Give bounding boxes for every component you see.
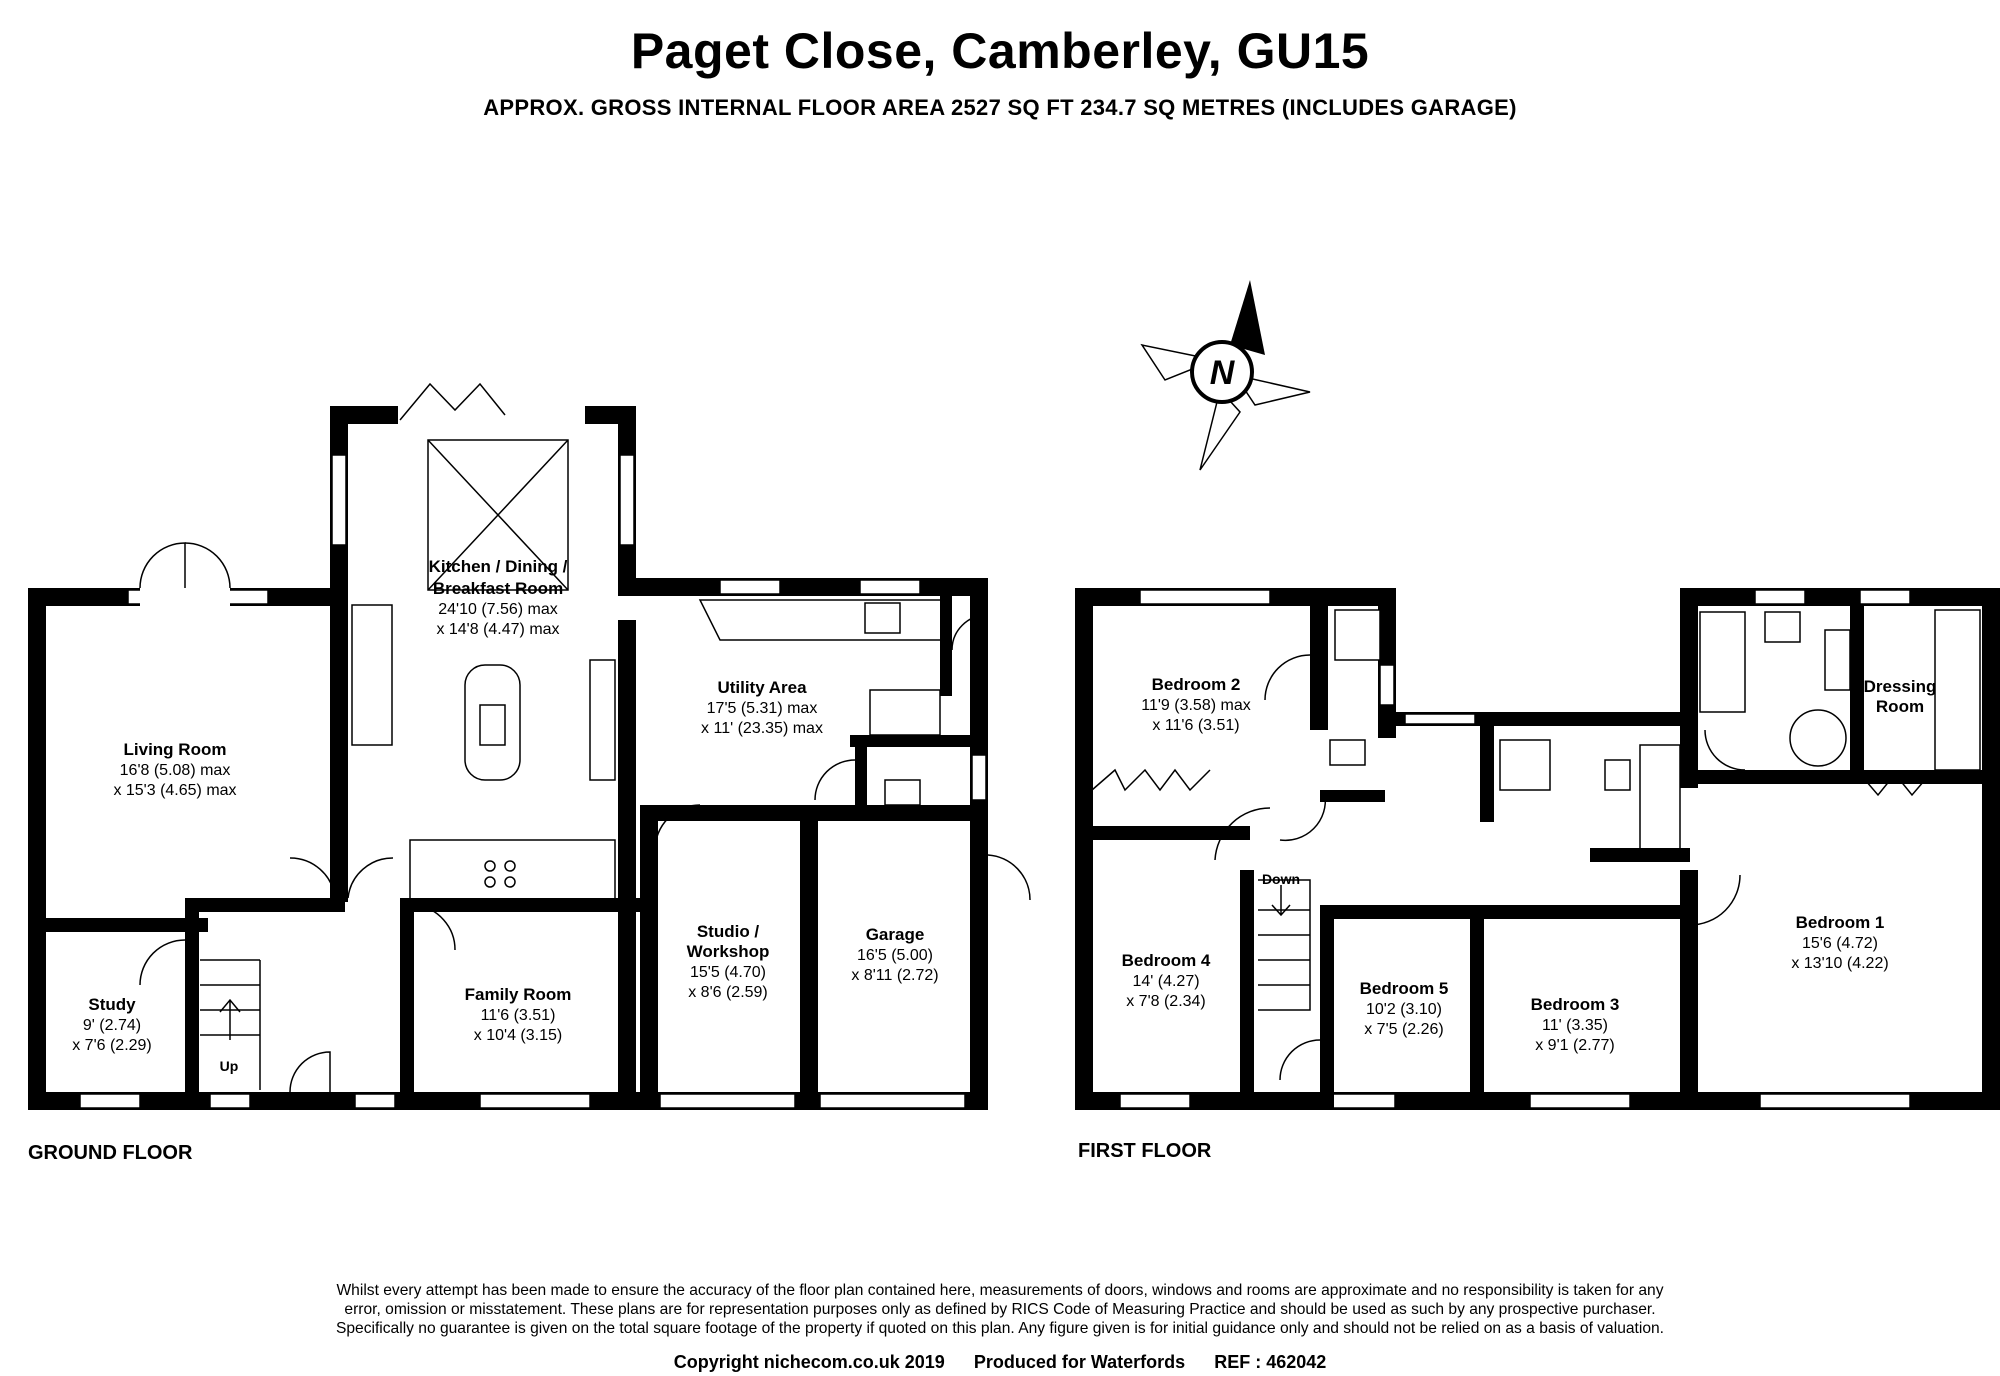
footer-ref: REF : 462042: [1214, 1352, 1327, 1372]
bedroom5-dim-2: x 7'5 (2.26): [1364, 1021, 1444, 1038]
living-name: Living Room: [124, 740, 227, 759]
floor-area-subtitle: APPROX. GROSS INTERNAL FLOOR AREA 2527 S…: [483, 95, 1517, 120]
bedroom4-dim-2: x 7'8 (2.34): [1126, 993, 1206, 1010]
stairs-up-label: Up: [220, 1058, 239, 1074]
living-dim-1: 16'8 (5.08) max: [120, 762, 231, 779]
studio-dim-1: 15'5 (4.70): [690, 964, 766, 981]
utility-dim-1: 17'5 (5.31) max: [707, 700, 818, 717]
living-dim-2: x 15'3 (4.65) max: [113, 782, 236, 799]
study-dim-2: x 7'6 (2.29): [72, 1037, 152, 1054]
plan-title: Paget Close, Camberley, GU15: [630, 23, 1370, 79]
bedroom2-dim-1: 11'9 (3.58) max: [1141, 697, 1250, 714]
family-name: Family Room: [465, 985, 572, 1004]
footer-produced: Produced for Waterfords: [973, 1352, 1186, 1372]
first-floor-label: FIRST FLOOR: [1078, 1140, 1212, 1162]
room-labels: Kitchen / Dining / Breakfast Room 24'10 …: [72, 354, 1936, 1074]
bedroom4-dim-1: 14' (4.27): [1132, 973, 1199, 990]
study-dim-1: 9' (2.74): [83, 1017, 141, 1034]
bedroom3-dim-1: 11' (3.35): [1542, 1017, 1608, 1034]
garage-dim-2: x 8'11 (2.72): [851, 967, 938, 984]
kitchen-dim-1: 24'10 (7.56) max: [438, 601, 558, 618]
bedroom2-dim-2: x 11'6 (3.51): [1152, 717, 1239, 734]
disclaimer-line-1: Whilst every attempt has been made to en…: [336, 1282, 1664, 1299]
ground-floor-plan: [28, 382, 1031, 1110]
first-floor-plan: [1075, 588, 2000, 1110]
garage-name: Garage: [866, 925, 925, 944]
disclaimer-line-3: Specifically no guarantee is given on th…: [335, 1320, 1665, 1337]
dressing-name-2: Room: [1876, 697, 1924, 716]
utility-dim-2: x 11' (23.35) max: [701, 720, 823, 737]
footer-copyright: Copyright nichecom.co.uk 2019: [673, 1352, 945, 1372]
kitchen-name-1: Kitchen / Dining /: [429, 557, 568, 576]
garage-dim-1: 16'5 (5.00): [857, 947, 933, 964]
disclaimer: Whilst every attempt has been made to en…: [200, 1281, 1800, 1338]
compass-north-letter: N: [1210, 354, 1236, 392]
utility-name: Utility Area: [717, 678, 807, 697]
dressing-name-1: Dressing: [1864, 677, 1937, 696]
bedroom1-dim-2: x 13'10 (4.22): [1791, 955, 1888, 972]
bedroom2-name: Bedroom 2: [1152, 675, 1241, 694]
family-dim-2: x 10'4 (3.15): [474, 1027, 562, 1044]
bedroom5-name: Bedroom 5: [1360, 979, 1449, 998]
bedroom4-name: Bedroom 4: [1122, 951, 1211, 970]
family-dim-1: 11'6 (3.51): [481, 1007, 556, 1024]
bedroom3-name: Bedroom 3: [1531, 995, 1620, 1014]
studio-name-1: Studio /: [697, 922, 760, 941]
bedroom3-dim-2: x 9'1 (2.77): [1535, 1037, 1615, 1054]
disclaimer-line-2: error, omission or misstatement. These p…: [344, 1301, 1656, 1318]
bedroom5-dim-1: 10'2 (3.10): [1366, 1001, 1442, 1018]
bedroom1-dim-1: 15'6 (4.72): [1802, 935, 1878, 952]
kitchen-dim-2: x 14'8 (4.47) max: [436, 621, 559, 638]
bedroom1-name: Bedroom 1: [1796, 913, 1885, 932]
ground-floor-label: GROUND FLOOR: [28, 1142, 193, 1164]
stairs-down-label: Down: [1262, 871, 1300, 887]
studio-name-2: Workshop: [687, 942, 770, 961]
compass-rose: [1140, 280, 1311, 471]
study-name: Study: [88, 995, 136, 1014]
kitchen-name-2: Breakfast Room: [433, 579, 563, 598]
studio-dim-2: x 8'6 (2.59): [688, 984, 768, 1001]
footer: Copyright nichecom.co.uk 2019 Produced f…: [0, 1352, 2000, 1373]
